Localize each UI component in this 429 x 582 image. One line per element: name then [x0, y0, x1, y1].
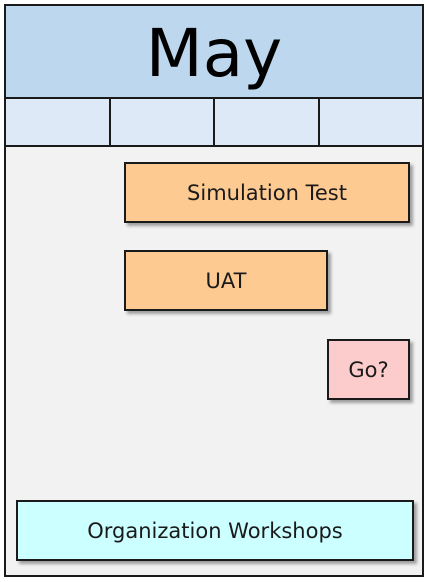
month-header: May	[6, 6, 422, 99]
calendar-frame: May Simulation Test UAT Go? Organization…	[4, 4, 424, 577]
week-cell-4	[320, 99, 423, 145]
task-uat: UAT	[124, 250, 328, 311]
task-label: UAT	[205, 268, 247, 293]
task-organization-workshops: Organization Workshops	[16, 500, 414, 561]
week-cell-1	[6, 99, 111, 145]
task-simulation-test: Simulation Test	[124, 162, 410, 223]
week-row	[6, 99, 422, 147]
task-label: Organization Workshops	[87, 518, 343, 543]
week-cell-3	[215, 99, 320, 145]
task-label: Go?	[348, 357, 389, 382]
task-label: Simulation Test	[187, 180, 347, 205]
week-cell-2	[111, 99, 215, 145]
task-go-decision: Go?	[327, 339, 410, 400]
month-title: May	[145, 14, 283, 92]
